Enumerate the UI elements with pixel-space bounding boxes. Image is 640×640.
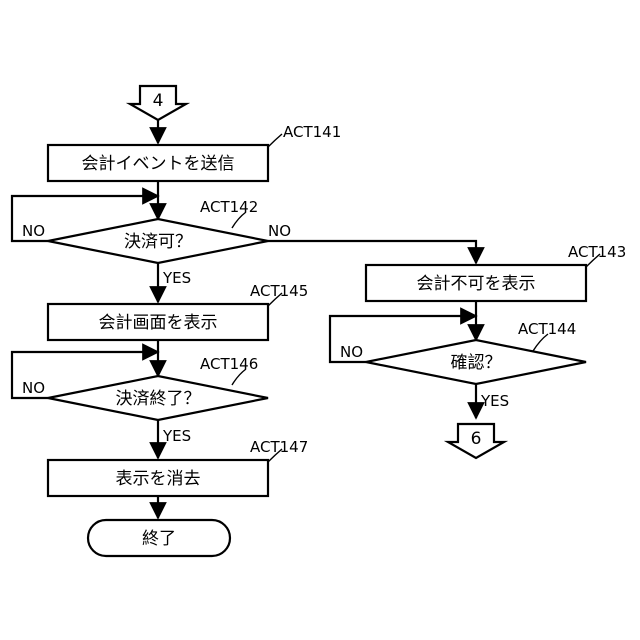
exit-connector: 6 (448, 424, 504, 458)
branch-act146-no: NO (22, 379, 45, 397)
step-act141-id: ACT141 (283, 123, 341, 141)
decision-act146-label: 決済終了？ (116, 389, 201, 409)
branch-arrow-act142-no (268, 241, 476, 263)
step-act143-id: ACT143 (568, 243, 626, 261)
entry-connector-label: 4 (153, 91, 164, 111)
decision-act144-label: 確認？ (451, 353, 502, 373)
branch-act144-no: NO (340, 343, 363, 361)
step-act141-label: 会計イベントを送信 (82, 154, 235, 174)
decision-act146-id: ACT146 (200, 355, 258, 373)
step-act141: 会計イベントを送信 ACT141 (48, 123, 341, 181)
step-act147-id: ACT147 (250, 438, 308, 456)
step-act145: 会計画面を表示 ACT145 (48, 282, 308, 340)
branch-act146-yes: YES (162, 427, 191, 445)
leader-line (268, 134, 282, 147)
entry-connector: 4 (130, 86, 186, 120)
branch-act144-yes: YES (480, 392, 509, 410)
exit-connector-label: 6 (471, 429, 482, 449)
step-act147: 表示を消去 ACT147 (48, 438, 308, 496)
branch-act142-no-left: NO (22, 222, 45, 240)
end-terminator: 終了 (88, 520, 230, 556)
step-act145-label: 会計画面を表示 (99, 313, 218, 333)
end-terminator-label: 終了 (142, 529, 176, 549)
decision-act142-id: ACT142 (200, 198, 258, 216)
step-act143: 会計不可を表示 ACT143 (366, 243, 626, 301)
decision-act144-id: ACT144 (518, 320, 576, 338)
decision-act142-label: 決済可？ (124, 232, 192, 252)
branch-act142-yes: YES (162, 269, 191, 287)
step-act143-label: 会計不可を表示 (417, 274, 536, 294)
branch-act142-no-right: NO (268, 222, 291, 240)
step-act145-id: ACT145 (250, 282, 308, 300)
step-act147-label: 表示を消去 (116, 469, 201, 489)
